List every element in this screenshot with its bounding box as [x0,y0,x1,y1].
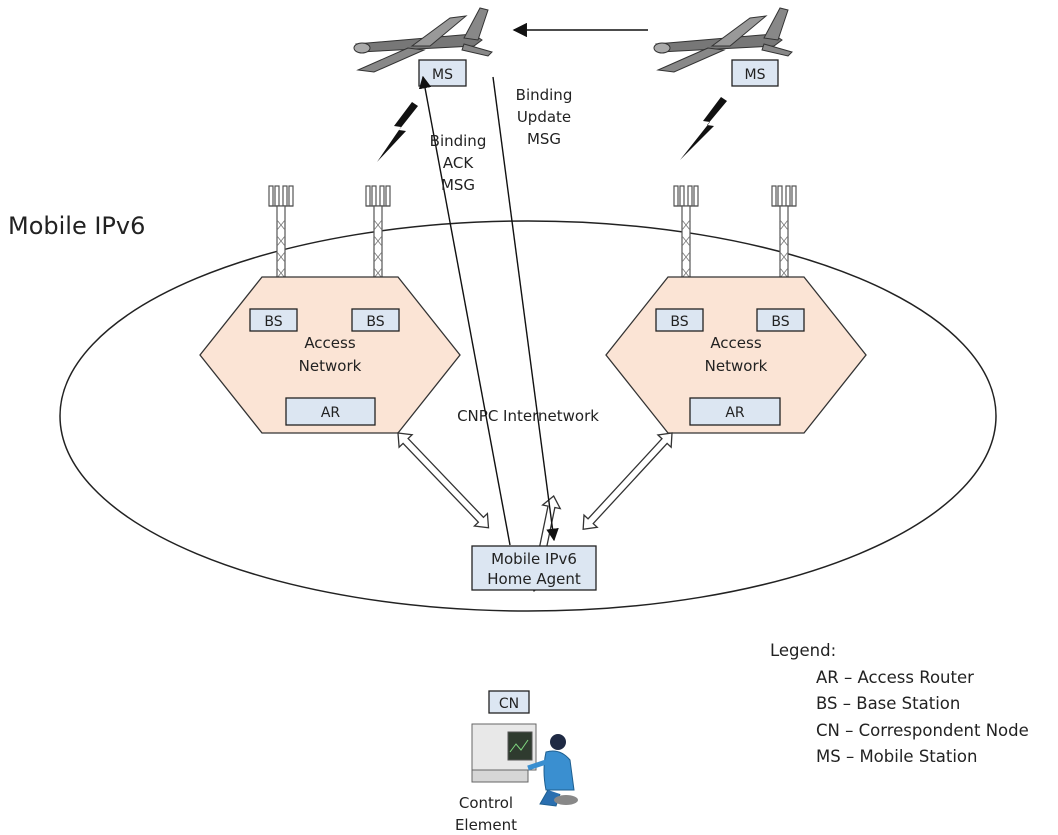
internetwork-ellipse [59,220,997,612]
link-right-to-home-agent [582,432,673,531]
legend-item: MS – Mobile Station [816,747,978,766]
cn-box [488,690,530,714]
base-station-box [655,308,704,332]
base-station-box [249,308,298,332]
binding-update-label: MSG [527,130,561,148]
access-router-box [689,397,781,426]
legend-item: BS – Base Station [816,694,961,713]
access-network-label: Access [304,334,356,352]
control-element-label: Element [455,816,517,834]
base-station-box [756,308,805,332]
access-router-box [285,397,376,426]
access-network-right: BS BS Access Network AR [605,276,867,434]
base-station-label: BS [264,314,282,330]
access-router-label: AR [321,405,341,421]
mobile-station-label: MS [432,67,453,83]
binding-update-label: Update [517,108,571,126]
base-station-box [351,308,400,332]
binding-ack-label: ACK [443,154,474,172]
link-left-to-home-agent [397,432,490,529]
binding-ack-label: MSG [441,176,475,194]
access-router-label: AR [725,405,745,421]
control-element-label: Control [459,794,513,812]
legend-item: CN – Correspondent Node [816,720,1029,740]
base-station-label: BS [771,314,789,330]
legend: Legend: AR – Access Router BS – Base Sta… [770,638,1029,771]
base-station-label: BS [670,314,688,330]
mobile-station-label: MS [745,67,766,83]
mobile-station-box [731,59,779,87]
cn-label: CN [499,696,519,712]
lightning-icon [680,97,727,160]
access-network-label: Network [299,357,362,375]
home-agent-box [471,545,597,591]
access-network-label: Network [705,357,768,375]
legend-item: AR – Access Router [816,667,974,687]
operator-workstation-icon [471,723,578,807]
home-agent-label: Home Agent [487,570,581,588]
binding-ack-arrow [418,75,511,546]
home-agent-label: Mobile IPv6 [491,550,577,568]
lightning-icon [377,102,418,162]
legend-heading: Legend: [770,641,837,660]
diagram-title: Mobile IPv6 [8,212,146,240]
base-station-label: BS [366,314,384,330]
binding-ack-label: Binding [430,132,487,150]
binding-update-label: Binding [516,86,573,104]
network-label: CNPC Internetwork [457,407,599,425]
access-network-label: Access [710,334,762,352]
binding-update-arrow [492,76,559,542]
access-network-left: BS BS Access Network AR [199,276,461,434]
